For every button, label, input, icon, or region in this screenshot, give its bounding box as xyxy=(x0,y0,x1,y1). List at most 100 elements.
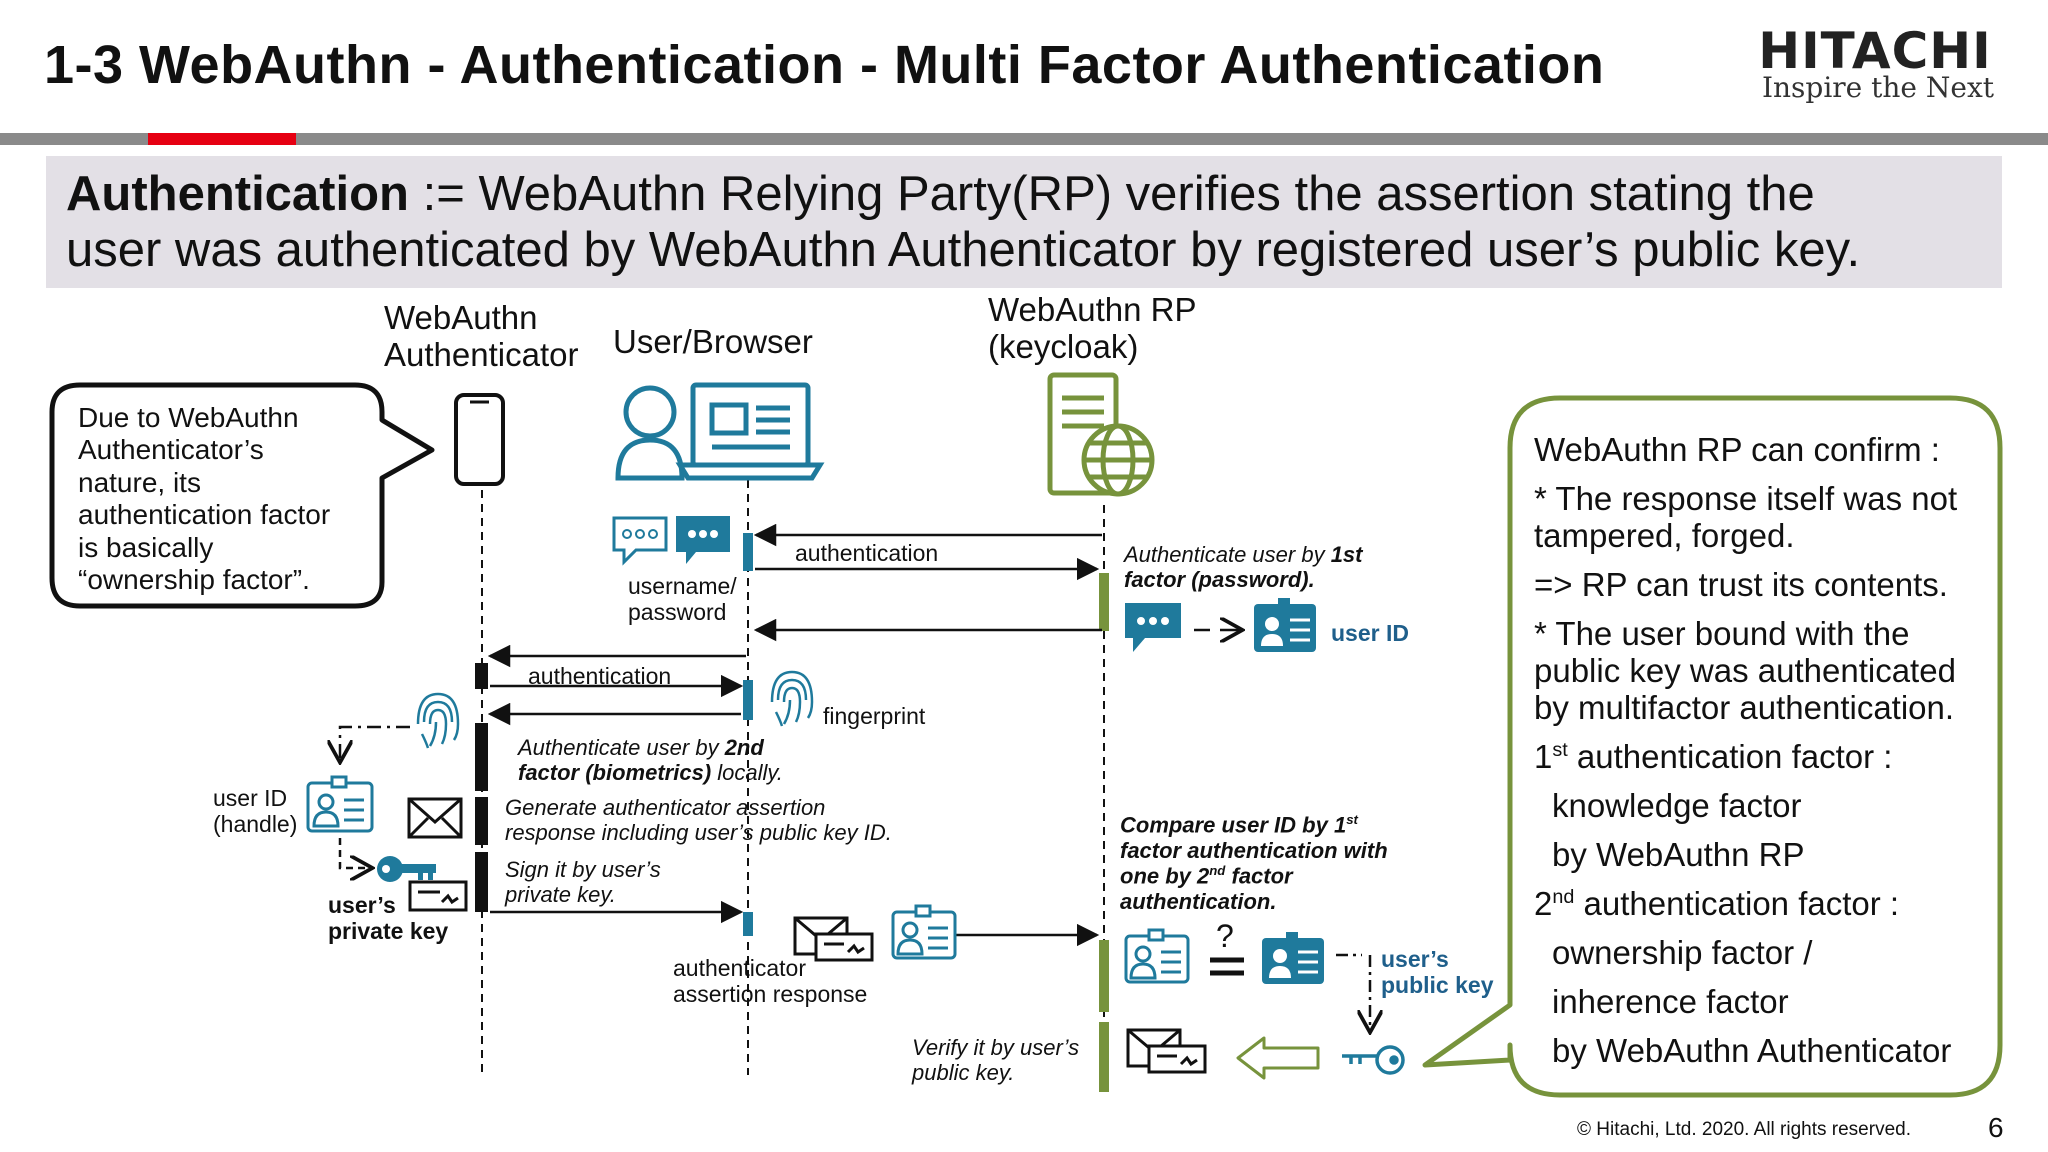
definition-term: Authentication xyxy=(66,167,409,221)
chat-icon-rp xyxy=(1125,603,1181,652)
rb-line-11: 2nd authentication factor : xyxy=(1534,885,1900,922)
rb-line-13: inherence factor xyxy=(1552,983,1789,1020)
msg-authentication-rp: authentication xyxy=(795,540,939,566)
msg-password-line: password xyxy=(628,599,727,626)
left-bubble-line: is basically xyxy=(78,531,214,563)
right-speech-bubble xyxy=(1422,395,2003,1098)
compare-line3: one by 2 xyxy=(1120,863,1210,889)
rb-line-2: * The response itself was not xyxy=(1534,480,1958,517)
lane-rp-line2: (keycloak) xyxy=(988,327,1139,365)
phone-icon xyxy=(454,393,505,486)
lane-rp-line1: WebAuthn RP xyxy=(988,291,1197,328)
question-mark: ? xyxy=(1216,918,1234,954)
generate-line1: Generate authenticator assertion xyxy=(505,795,826,820)
logo-tagline: Inspire the Next xyxy=(1761,71,1995,104)
rb-line-11-b: authentication factor : xyxy=(1574,885,1900,922)
definition-line-1: Authentication := WebAuthn Relying Party… xyxy=(66,170,1815,219)
id-card-icon-handle xyxy=(306,775,374,833)
left-speech-bubble xyxy=(49,382,435,609)
rb-line-1: WebAuthn RP can confirm : xyxy=(1534,431,1940,468)
rb-line-8-a: 1 xyxy=(1534,738,1553,775)
rp-step1-note: Authenticate user by 1st factor (passwor… xyxy=(1124,542,1362,593)
lane-rp-label: WebAuthn RP (keycloak) xyxy=(988,291,1197,366)
step2-locally: locally. xyxy=(711,760,783,786)
compare-id-card-outline xyxy=(1124,928,1190,984)
rb-line-8-b: authentication factor : xyxy=(1567,738,1893,775)
id-card-icon-rp xyxy=(1254,598,1316,652)
rp-step1-bold: 1st xyxy=(1330,542,1363,567)
rb-line-4: => RP can trust its contents. xyxy=(1534,566,1948,603)
msg-username-line: username/ xyxy=(628,573,737,599)
user-id-handle-line2: (handle) xyxy=(213,811,298,838)
private-key-line1: user’s xyxy=(328,892,396,918)
dashdot-connector-fingerprint xyxy=(340,725,410,760)
rb-line-8: 1st authentication factor : xyxy=(1534,738,1893,775)
generate-note: Generate authenticator assertion respons… xyxy=(505,795,892,846)
private-key-label: user’s private key xyxy=(328,892,448,945)
compare-sup-1: st xyxy=(1346,812,1358,827)
private-key-line2: private key xyxy=(328,918,449,945)
left-bubble-line: authentication factor xyxy=(78,499,331,531)
rb-line-14: by WebAuthn Authenticator xyxy=(1552,1032,1952,1069)
compare-line4: authentication. xyxy=(1120,888,1277,914)
equals-sign xyxy=(1210,957,1244,976)
rp-activation-bars xyxy=(1099,573,1109,1092)
left-bubble-text: Due to WebAuthn Authenticator’s nature, … xyxy=(78,402,378,597)
assertion-line2: assertion response xyxy=(673,981,868,1008)
verify-note: Verify it by user’s public key. xyxy=(912,1035,1079,1086)
hitachi-logo: HITACHI xyxy=(1758,22,1992,80)
user-laptop-icon xyxy=(615,382,825,481)
rp-step1-text: Authenticate user by xyxy=(1124,542,1331,567)
left-bubble-line: nature, its xyxy=(78,466,201,498)
rb-line-3: tampered, forged. xyxy=(1534,517,1795,554)
compare-line3-end: factor xyxy=(1225,863,1293,889)
msg-authentication-authenticator: authentication xyxy=(528,663,672,689)
public-key-label: user’s public key xyxy=(1381,946,1493,999)
user-id-handle-line1: user ID xyxy=(213,785,288,811)
lane-authenticator-label: WebAuthn Authenticator xyxy=(384,299,579,374)
rb-line-11-sup: nd xyxy=(1552,886,1575,908)
msg-username-password: username/ password xyxy=(628,573,737,626)
fingerprint-icon xyxy=(770,670,814,727)
rb-line-5: * The user bound with the xyxy=(1534,615,1910,652)
envelope-icon xyxy=(407,797,463,839)
left-bubble-line: “ownership factor”. xyxy=(78,564,310,596)
verify-envelope-icon xyxy=(1126,1028,1207,1074)
fingerprint-icon-local xyxy=(416,692,460,749)
lane-authenticator-line2: Authenticator xyxy=(384,335,579,373)
rb-line-11-a: 2 xyxy=(1534,885,1553,922)
compare-id-card-filled xyxy=(1262,932,1324,984)
private-key-icon xyxy=(377,856,436,882)
authenticator-activation-bars xyxy=(475,663,488,912)
rb-line-6: public key was authenticated xyxy=(1534,652,1956,689)
rb-line-8-sup: st xyxy=(1552,739,1568,761)
lane-authenticator-line1: WebAuthn xyxy=(384,299,538,336)
step2-bold: 2nd xyxy=(724,735,764,760)
definition-box xyxy=(46,156,2002,288)
compare-sup-2: nd xyxy=(1209,862,1226,878)
left-bubble-line: Authenticator’s xyxy=(78,434,264,466)
lane-browser-label: User/Browser xyxy=(613,323,813,360)
public-key-line1: user’s xyxy=(1381,946,1449,972)
copyright: © Hitachi, Ltd. 2020. All rights reserve… xyxy=(1577,1119,1911,1140)
verify-line2: public key. xyxy=(912,1060,1015,1086)
rb-line-7: by multifactor authentication. xyxy=(1534,689,1955,726)
compare-note: Compare user ID by 1st factor authentica… xyxy=(1120,812,1388,914)
generate-line2: response including user’s public key ID. xyxy=(505,820,892,846)
assertion-response-label: authenticator assertion response xyxy=(673,955,867,1008)
dashdot-connector-public-key xyxy=(1336,953,1370,1030)
definition-text-1: := WebAuthn Relying Party(RP) verifies t… xyxy=(408,167,1815,221)
compare-line1: Compare user ID by 1 xyxy=(1120,812,1347,838)
server-globe-icon xyxy=(1047,372,1155,497)
fingerprint-label: fingerprint xyxy=(823,703,926,729)
step2-text: Authenticate user by xyxy=(518,735,725,760)
step2-note: Authenticate user by 2nd factor (biometr… xyxy=(518,735,783,786)
browser-activation-bars xyxy=(743,533,753,936)
assertion-line1: authenticator xyxy=(673,955,806,981)
user-id-label: user ID xyxy=(1331,620,1409,646)
sign-line1: Sign it by user’s xyxy=(505,857,661,882)
header-rule-accent xyxy=(148,133,296,145)
rb-line-9: knowledge factor xyxy=(1552,787,1802,824)
rp-step1-line2: factor (password). xyxy=(1124,567,1315,593)
